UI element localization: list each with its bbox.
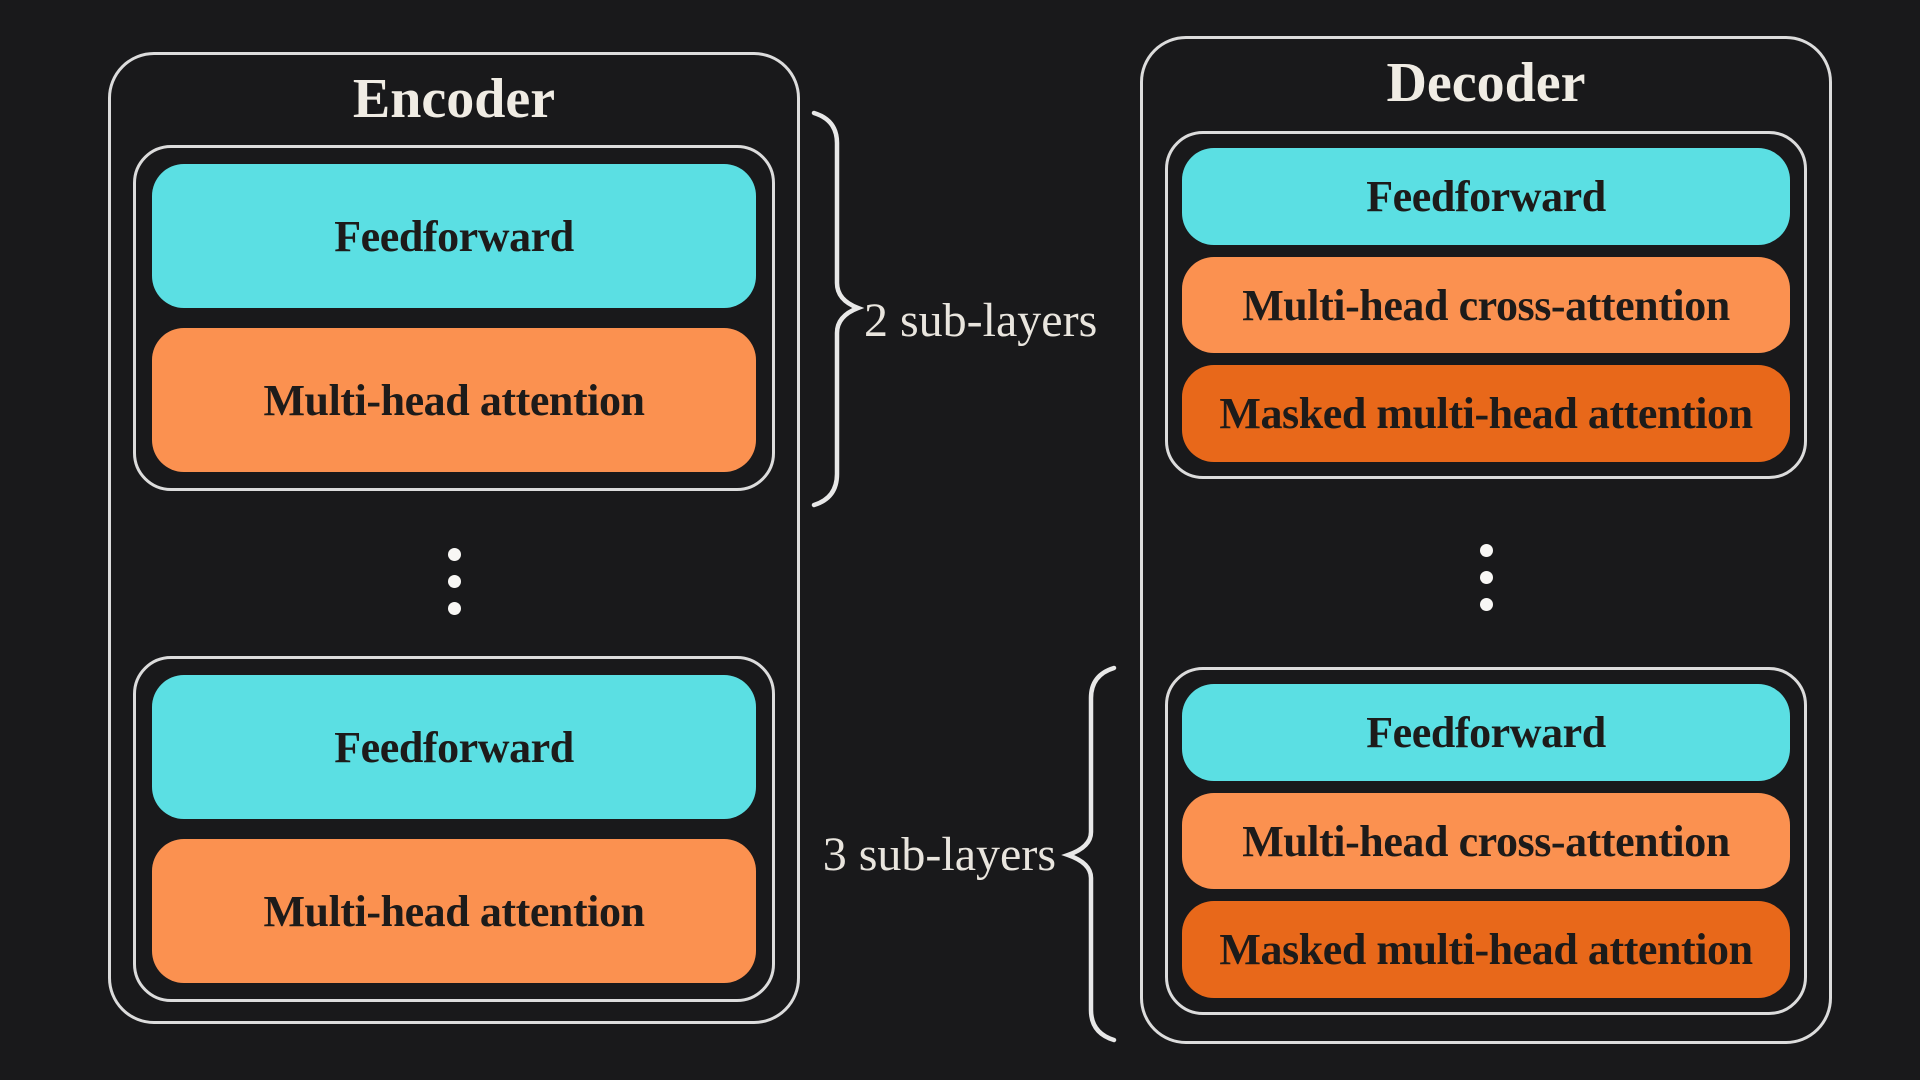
left-brace-3-sublayers-icon bbox=[1061, 665, 1117, 1043]
encoder-vertical-ellipsis-icon bbox=[111, 548, 797, 615]
feedforward-pill: Feedforward bbox=[1182, 148, 1790, 245]
top-brace-label: 2 sub-layers bbox=[864, 294, 1098, 347]
bottom-brace-label: 3 sub-layers bbox=[822, 828, 1056, 881]
feedforward-pill: Feedforward bbox=[152, 164, 756, 308]
ellipsis-dot bbox=[447, 548, 461, 561]
right-brace-2-sublayers-icon bbox=[811, 110, 865, 508]
ellipsis-dot bbox=[1479, 598, 1493, 611]
decoder-bottom-layer-group: Feedforward Multi-head cross-attention M… bbox=[1165, 667, 1807, 1015]
multi-head-attention-pill: Multi-head attention bbox=[152, 839, 756, 983]
ellipsis-dot bbox=[1479, 571, 1493, 584]
masked-multi-head-attention-pill: Masked multi-head attention bbox=[1182, 365, 1790, 463]
decoder-title: Decoder bbox=[1386, 52, 1586, 114]
multi-head-attention-pill: Multi-head attention bbox=[152, 328, 756, 472]
encoder-title: Encoder bbox=[352, 68, 556, 130]
ellipsis-dot bbox=[447, 575, 461, 588]
ellipsis-dot bbox=[1479, 544, 1493, 557]
encoder-top-layer-group: Feedforward Multi-head attention bbox=[133, 145, 775, 491]
masked-multi-head-attention-pill: Masked multi-head attention bbox=[1182, 901, 1790, 999]
decoder-vertical-ellipsis-icon bbox=[1143, 544, 1829, 611]
decoder-top-layer-group: Feedforward Multi-head cross-attention M… bbox=[1165, 131, 1807, 479]
multi-head-cross-attention-pill: Multi-head cross-attention bbox=[1182, 256, 1790, 354]
decoder-container: Decoder Feedforward Multi-head cross-att… bbox=[1140, 36, 1832, 1044]
multi-head-cross-attention-pill: Multi-head cross-attention bbox=[1182, 792, 1790, 890]
encoder-container: Encoder Feedforward Multi-head attention… bbox=[108, 52, 800, 1024]
feedforward-pill: Feedforward bbox=[152, 675, 756, 819]
ellipsis-dot bbox=[447, 602, 461, 615]
feedforward-pill: Feedforward bbox=[1182, 684, 1790, 781]
encoder-bottom-layer-group: Feedforward Multi-head attention bbox=[133, 656, 775, 1002]
